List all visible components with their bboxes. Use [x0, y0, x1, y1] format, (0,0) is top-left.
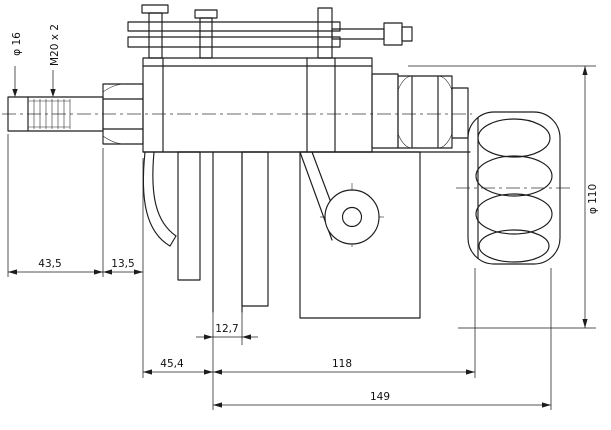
dim-label-12-7: 12,7	[215, 323, 238, 335]
dim-label-13-5: 13,5	[111, 258, 134, 270]
knob-rib	[475, 193, 553, 235]
clamp-arm	[142, 151, 177, 247]
top-bolt-head	[383, 22, 403, 46]
dimension-graphics	[7, 65, 596, 410]
part-geometry	[7, 4, 561, 319]
clamp-jaws	[177, 151, 269, 313]
center-lines	[2, 113, 574, 251]
dim-label-phi110: φ 110	[587, 184, 599, 214]
main-housing	[142, 57, 471, 153]
right-hex-section	[371, 73, 469, 149]
dim-label-43-5: 43,5	[38, 258, 61, 270]
knob-rib	[475, 155, 553, 197]
dimension-labels: φ 16 M20 x 2 φ 110 43,5 13,5 12,7 45,4 1…	[11, 24, 599, 403]
lower-block	[299, 151, 421, 319]
top-bracket	[127, 4, 413, 59]
knob-rib	[478, 229, 550, 263]
pivot-bore	[341, 206, 363, 228]
dim-label-45-4: 45,4	[160, 358, 184, 370]
pivot-boss	[324, 189, 380, 245]
dim-label-149: 149	[370, 391, 390, 403]
dim-label-phi16: φ 16	[11, 32, 23, 56]
dim-label-m20: M20 x 2	[49, 24, 61, 66]
dim-label-118: 118	[332, 358, 352, 370]
hand-knob	[467, 111, 561, 265]
knob-rib	[477, 118, 551, 158]
